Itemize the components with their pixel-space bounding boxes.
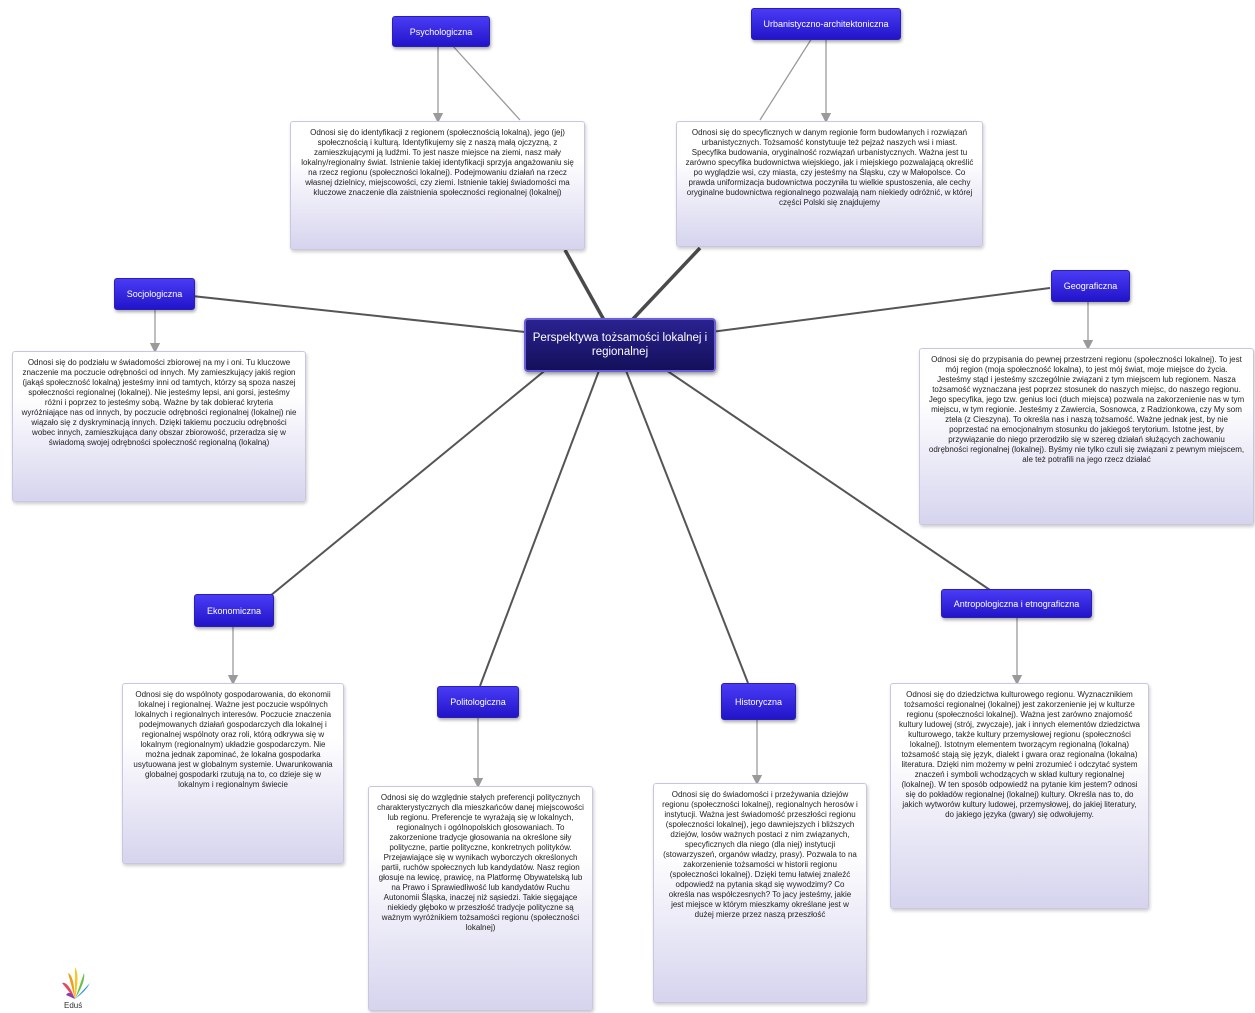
node-label: Urbanistyczno-architektoniczna [763,19,889,29]
spoke-antropologiczna [662,367,991,591]
node-psychologiczna[interactable]: Psychologiczna [392,16,490,47]
spoke-politologiczna [479,367,601,687]
logo-text: Eduś [64,1001,83,1010]
node-label: Historyczna [734,696,782,707]
node-urbanistyczna[interactable]: Urbanistyczno-architektoniczna [751,8,901,40]
node-label: Psychologiczna [409,26,473,37]
node-label: Socjologiczna [126,289,183,299]
node-antropologiczna[interactable]: Antropologiczna i etnograficzna [941,589,1092,618]
edus-logo-icon [62,967,90,999]
center-node[interactable]: Perspektywa tożsamości lokalnej i region… [524,318,716,372]
node-geograficzna[interactable]: Geograficzna [1051,270,1130,302]
spoke-historyczna [624,367,749,684]
text-politologiczna: Odnosi się do względnie stałych preferen… [368,786,593,1011]
text-socjologiczna: Odnosi się do podziału w świadomości zbi… [12,351,306,502]
node-historyczna[interactable]: Historyczna [721,683,796,720]
node-label: Politologiczna [450,697,506,707]
spoke-socjologiczna [191,295,526,333]
node-label: Ekonomiczna [206,605,262,616]
text-antropologiczna: Odnosi się do dziedzictwa kulturowego re… [890,683,1149,909]
node-label: Geograficzna [1063,281,1118,291]
text-ekonomiczna: Odnosi się do wspólnoty gospodarowania, … [122,683,344,864]
node-ekonomiczna[interactable]: Ekonomiczna [194,594,274,627]
node-politologiczna[interactable]: Politologiczna [437,686,519,718]
node-socjologiczna[interactable]: Socjologiczna [114,278,195,310]
text-urbanistyczna: Odnosi się do specyficznych w danym regi… [676,121,983,247]
node-label: Antropologiczna i etnograficzna [953,598,1080,609]
spoke-psychologiczna [563,249,606,321]
spoke-ekonomiczna [269,367,549,597]
center-label: Perspektywa tożsamości lokalnej i region… [532,332,708,358]
text-psychologiczna: Odnosi się do identyfikacji z regionem (… [290,121,585,250]
spoke-geograficzna [710,287,1051,333]
text-historyczna: Odnosi się do świadomości i przeżywania … [653,783,867,1003]
spoke-urbanistyczna [630,246,702,322]
text-geograficzna: Odnosi się do przypisania do pewnej prze… [919,348,1254,525]
